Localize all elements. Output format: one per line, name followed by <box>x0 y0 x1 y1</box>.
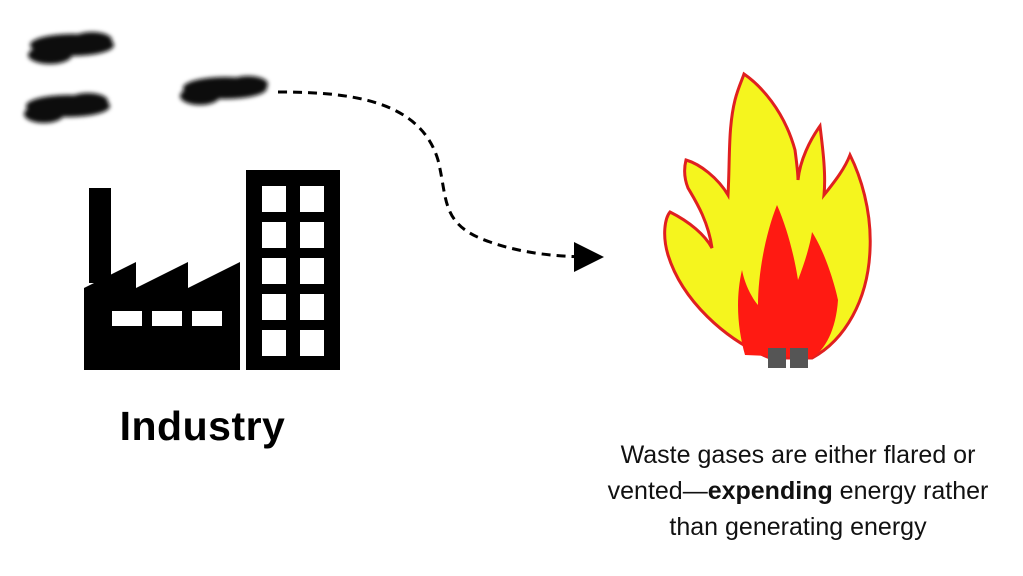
caption-text: Waste gases are either flared or vented—… <box>578 437 1018 545</box>
caption-line-2: vented—expending energy rather <box>578 473 1018 509</box>
caption-line-2-prefix: vented— <box>607 477 708 505</box>
burner-icon <box>768 348 808 368</box>
caption-line-2-suffix: energy rather <box>832 477 989 505</box>
flame-icon <box>663 71 872 368</box>
caption-emphasis: expending <box>707 477 833 505</box>
smoke-cloud-icon <box>24 93 110 123</box>
caption-line-3: than generating energy <box>669 513 927 541</box>
smoke-cloud-icon <box>180 76 268 105</box>
smoke-cloud-icon <box>28 32 114 64</box>
caption-line-1: Waste gases are either flared or <box>620 441 976 469</box>
industry-label: Industry <box>119 403 286 449</box>
factory-icon <box>84 170 340 370</box>
